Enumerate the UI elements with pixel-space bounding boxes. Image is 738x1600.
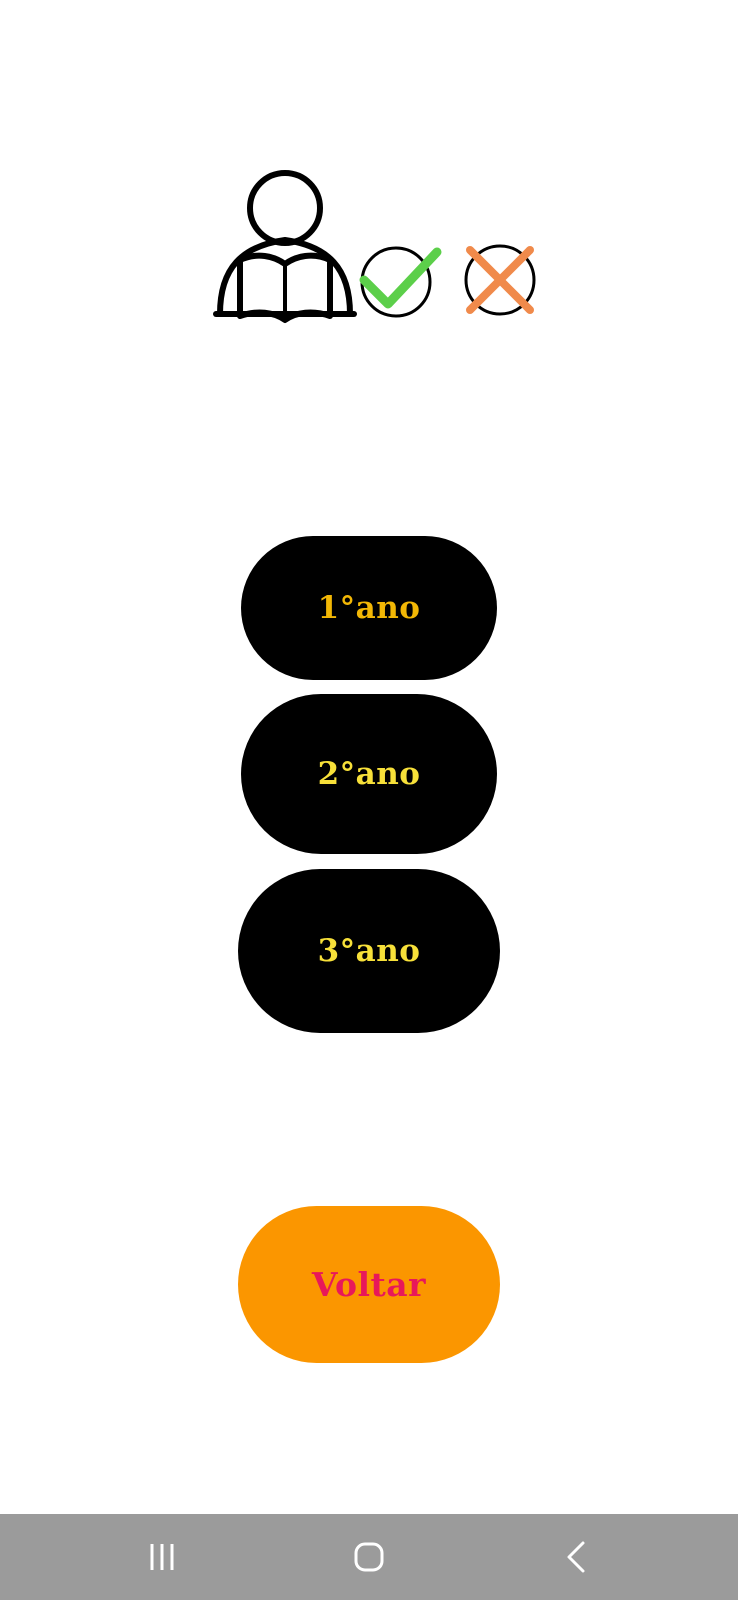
grade-3-label: 3°ano (317, 933, 421, 969)
grade-2-button[interactable]: 2°ano (241, 694, 497, 854)
recents-icon (150, 1544, 174, 1570)
nav-back-button[interactable] (536, 1514, 616, 1600)
grade-1-button[interactable]: 1°ano (241, 536, 497, 680)
back-icon (567, 1541, 585, 1573)
app-logo (212, 168, 542, 338)
grade-1-label: 1°ano (317, 590, 421, 626)
recents-button[interactable] (122, 1514, 202, 1600)
home-button[interactable] (329, 1514, 409, 1600)
back-button[interactable]: Voltar (238, 1206, 500, 1363)
system-navigation-bar (0, 1514, 738, 1600)
grade-3-button[interactable]: 3°ano (238, 869, 500, 1033)
reader-check-cross-icon (213, 170, 536, 323)
grade-2-label: 2°ano (317, 756, 421, 792)
home-icon (354, 1542, 384, 1572)
back-button-label: Voltar (311, 1265, 427, 1304)
